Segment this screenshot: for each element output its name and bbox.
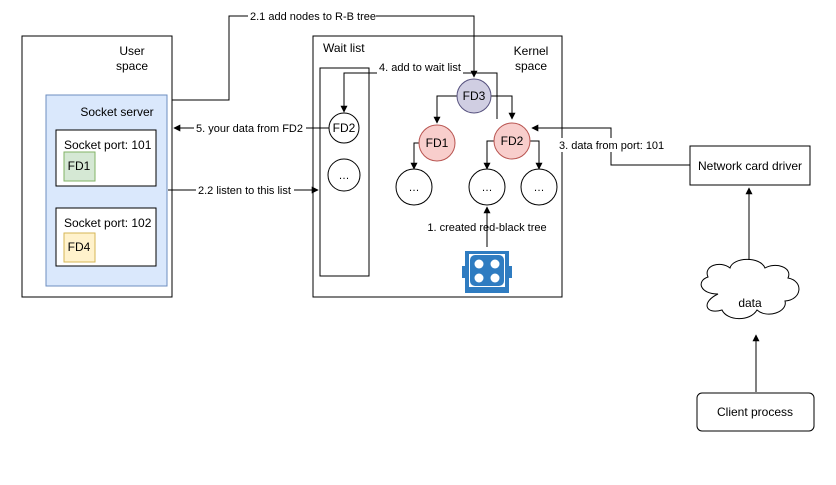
edge-fd3-to-fd1 bbox=[433, 95, 457, 124]
edge-label-data-from-port: 3. data from port: 101 bbox=[559, 140, 664, 152]
tree-node-fd2-label: FD2 bbox=[501, 134, 524, 148]
fd1-box bbox=[63, 151, 96, 182]
fd1-box-label: FD1 bbox=[68, 159, 91, 173]
kernel-space-title-line2: space bbox=[515, 59, 547, 73]
socket-port-102-label: Socket port: 102 bbox=[64, 216, 152, 230]
fd4-box bbox=[63, 232, 96, 263]
edge-fd2-to-leaf2 bbox=[483, 140, 495, 170]
edge-label-add-to-wait-list: 4. add to wait list bbox=[379, 62, 461, 74]
edge-fd3-to-fd2 bbox=[491, 95, 516, 120]
tree-leaf-3-label: … bbox=[534, 182, 545, 194]
edge-label-add-nodes: 2.1 add nodes to R-B tree bbox=[250, 11, 376, 23]
wait-list-item-more-label: … bbox=[339, 170, 350, 182]
data-cloud-label: data bbox=[738, 296, 762, 310]
tree-node-fd3 bbox=[456, 78, 492, 114]
wait-list-item-more bbox=[327, 158, 361, 192]
edge-add-nodes bbox=[172, 15, 478, 101]
data-cloud bbox=[700, 258, 800, 320]
tree-node-fd3-label: FD3 bbox=[463, 89, 486, 103]
network-card-driver-label: Network card driver bbox=[698, 159, 802, 173]
edge-fd1-to-leaf1 bbox=[410, 142, 420, 170]
tree-leaf-2 bbox=[468, 168, 506, 206]
edge-label-your-data: 5. your data from FD2 bbox=[196, 123, 303, 135]
client-process-label: Client process bbox=[717, 405, 793, 419]
fd4-box-label: FD4 bbox=[68, 240, 91, 254]
tree-leaf-1-label: … bbox=[409, 182, 420, 194]
socket-port-101-label: Socket port: 101 bbox=[64, 138, 152, 152]
tree-leaf-3 bbox=[520, 168, 558, 206]
wait-list-title: Wait list bbox=[323, 41, 365, 55]
tree-node-fd2 bbox=[493, 122, 531, 160]
wait-list-item-fd2-label: FD2 bbox=[333, 121, 356, 135]
tree-node-fd1 bbox=[418, 124, 456, 162]
client-process-box bbox=[696, 392, 815, 432]
kernel-space-title-line1: Kernel bbox=[514, 44, 549, 58]
user-space-title-line1: User bbox=[119, 44, 144, 58]
tree-leaf-2-label: … bbox=[482, 182, 493, 194]
edge-label-listen: 2.2 listen to this list bbox=[198, 185, 291, 197]
edge-fd2-to-leaf3 bbox=[529, 140, 543, 170]
network-card-driver-box bbox=[689, 145, 811, 186]
tree-node-fd1-label: FD1 bbox=[426, 136, 449, 150]
user-space-title-line2: space bbox=[116, 59, 148, 73]
socket-server-title: Socket server bbox=[80, 105, 153, 119]
red-black-tree-grid-icon bbox=[462, 251, 512, 293]
tree-leaf-1 bbox=[395, 168, 433, 206]
